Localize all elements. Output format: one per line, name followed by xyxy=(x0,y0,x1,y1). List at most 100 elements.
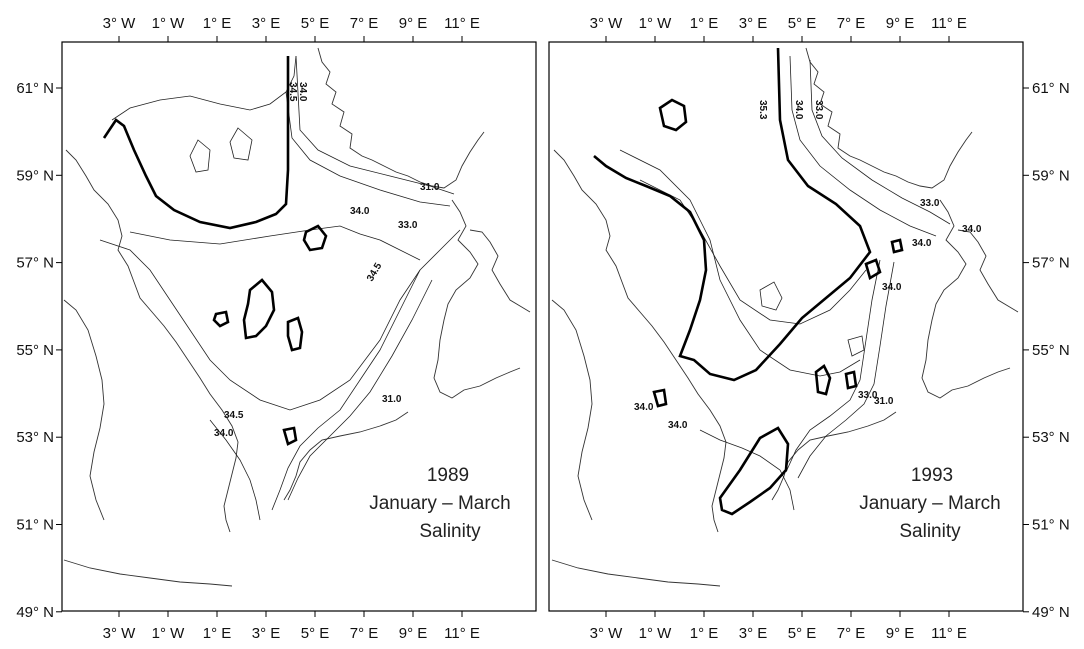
left-contour-label: 34.5 xyxy=(224,410,244,421)
left-contour-label: 31.0 xyxy=(382,394,402,405)
left-norway-coast xyxy=(317,47,485,189)
lat-tick-label-left: 55° N xyxy=(16,342,54,359)
lon-tick-label-bottom: 3° E xyxy=(252,625,281,642)
right-contour-label: 33.0 xyxy=(813,100,824,120)
right-contour-label: 31.0 xyxy=(874,396,894,407)
lon-tick-label-bottom: 1° E xyxy=(690,625,719,642)
right-panel-period: January – March xyxy=(859,493,1001,514)
lon-tick-label-top: 7° E xyxy=(837,15,866,32)
right-continent-coast xyxy=(771,411,897,501)
left-isohaline-southeast xyxy=(271,269,421,511)
lon-tick-label-bottom: 3° E xyxy=(739,625,768,642)
right-norway-coast xyxy=(805,47,973,189)
lon-tick-label-bottom: 1° E xyxy=(203,625,232,642)
lon-tick-label-bottom: 1° W xyxy=(639,625,673,642)
left-isohaline-cell1 xyxy=(189,139,211,173)
right-isohaline-cell7 xyxy=(652,388,668,408)
left-uk-coast xyxy=(65,149,239,533)
right-baltic-coast xyxy=(957,229,1019,313)
lat-tick-label-left: 51° N xyxy=(16,517,54,534)
right-isohaline-34-5-main xyxy=(593,47,872,382)
lon-tick-label-top: 3° W xyxy=(590,15,624,32)
right-panel-year: 1993 xyxy=(911,465,953,486)
right-isohaline-cell6 xyxy=(844,370,858,390)
left-continent-coast xyxy=(283,411,409,501)
right-panel-frame xyxy=(548,41,1024,612)
right-isohaline-central2 xyxy=(639,179,867,325)
lon-tick-label-top: 3° E xyxy=(739,15,768,32)
left-panel-variable: Salinity xyxy=(419,521,481,542)
lat-tick-label-right: 61° N xyxy=(1032,80,1070,97)
left-isohaline-cell5 xyxy=(212,310,230,328)
left-isohaline-central xyxy=(99,229,461,411)
lat-tick-label-left: 61° N xyxy=(16,80,54,97)
right-uk-coast xyxy=(553,149,727,533)
left-panel-map: 34.5 34.0 34.0 33.0 34.5 31.0 31.0 34.5 … xyxy=(63,47,531,587)
right-isohaline-south xyxy=(699,429,795,511)
lat-tick-label-right: 59° N xyxy=(1032,167,1070,184)
left-contour-label: 31.0 xyxy=(420,182,440,193)
left-isohaline-34-5-north xyxy=(102,56,290,230)
right-contour-label: 33.0 xyxy=(920,198,940,209)
axis-ticks: 3° W 3° W 1° W 1° W 1° E 1° E 3° E 3° E 5° E 5° E… xyxy=(16,15,1069,642)
left-isohaline-cell4 xyxy=(242,278,276,340)
lat-tick-label-right: 53° N xyxy=(1032,429,1070,446)
left-isohaline-southeast2 xyxy=(287,279,433,501)
right-english-channel xyxy=(551,559,721,587)
left-isohaline-cell3 xyxy=(302,224,328,252)
left-contour-label: 34.0 xyxy=(297,82,308,102)
right-isohaline-cell4 xyxy=(890,238,904,254)
lon-tick-label-bottom: 3° W xyxy=(103,625,137,642)
right-isohaline-cell-north xyxy=(658,98,688,132)
right-contour-label: 34.0 xyxy=(668,420,688,431)
right-isohaline-central xyxy=(619,149,861,377)
right-contour-label: 34.0 xyxy=(912,238,932,249)
lon-tick-label-top: 3° E xyxy=(252,15,281,32)
lon-tick-label-top: 5° E xyxy=(301,15,330,32)
lon-tick-label-bottom: 1° W xyxy=(152,625,186,642)
left-contour-label: 34.5 xyxy=(287,82,298,102)
right-contour-label: 34.0 xyxy=(882,282,902,293)
lon-tick-label-top: 9° E xyxy=(399,15,428,32)
left-contour-label: 34.0 xyxy=(214,428,234,439)
lon-tick-label-top: 9° E xyxy=(886,15,915,32)
lon-tick-label-top: 3° W xyxy=(103,15,137,32)
left-isohaline-cell2 xyxy=(229,127,253,161)
left-isohaline-coastal xyxy=(285,91,451,207)
left-english-channel xyxy=(63,559,233,587)
lon-tick-label-top: 11° E xyxy=(931,15,967,32)
lon-tick-label-bottom: 11° E xyxy=(444,625,480,642)
left-isohaline-cell6 xyxy=(286,316,304,352)
left-contour-label: 34.0 xyxy=(350,206,370,217)
right-isohaline-coastal xyxy=(789,55,937,237)
lon-tick-label-bottom: 9° E xyxy=(886,625,915,642)
lon-tick-label-top: 1° W xyxy=(152,15,186,32)
lon-tick-label-bottom: 9° E xyxy=(399,625,428,642)
lon-tick-label-top: 7° E xyxy=(350,15,379,32)
lon-tick-label-bottom: 7° E xyxy=(350,625,379,642)
lon-tick-label-bottom: 5° E xyxy=(301,625,330,642)
right-isohaline-southeast xyxy=(785,259,881,473)
right-uk-west-coast xyxy=(551,299,593,521)
right-contour-label: 34.0 xyxy=(634,402,654,413)
lon-tick-label-bottom: 11° E xyxy=(931,625,967,642)
right-contour-label: 35.3 xyxy=(757,100,768,120)
right-isohaline-cell3 xyxy=(864,258,882,280)
right-isohaline-cell1 xyxy=(759,281,783,311)
right-denmark-coast xyxy=(921,199,1011,399)
left-isohaline-south xyxy=(209,419,261,521)
lat-tick-label-right: 55° N xyxy=(1032,342,1070,359)
lon-tick-label-top: 11° E xyxy=(444,15,480,32)
lon-tick-label-bottom: 7° E xyxy=(837,625,866,642)
left-isohaline-mid xyxy=(129,225,421,261)
lat-tick-label-left: 59° N xyxy=(16,167,54,184)
lat-tick-label-right: 57° N xyxy=(1032,255,1070,272)
right-contour-label: 34.0 xyxy=(962,224,982,235)
lon-tick-label-top: 1° W xyxy=(639,15,673,32)
right-isohaline-southeast2 xyxy=(797,261,895,479)
left-isohaline-upper xyxy=(111,55,297,121)
right-contour-label: 34.0 xyxy=(793,100,804,120)
right-isohaline-southern-loop xyxy=(718,426,790,516)
right-isohaline-coastal2 xyxy=(809,59,951,225)
lat-tick-label-right: 49° N xyxy=(1032,604,1070,621)
